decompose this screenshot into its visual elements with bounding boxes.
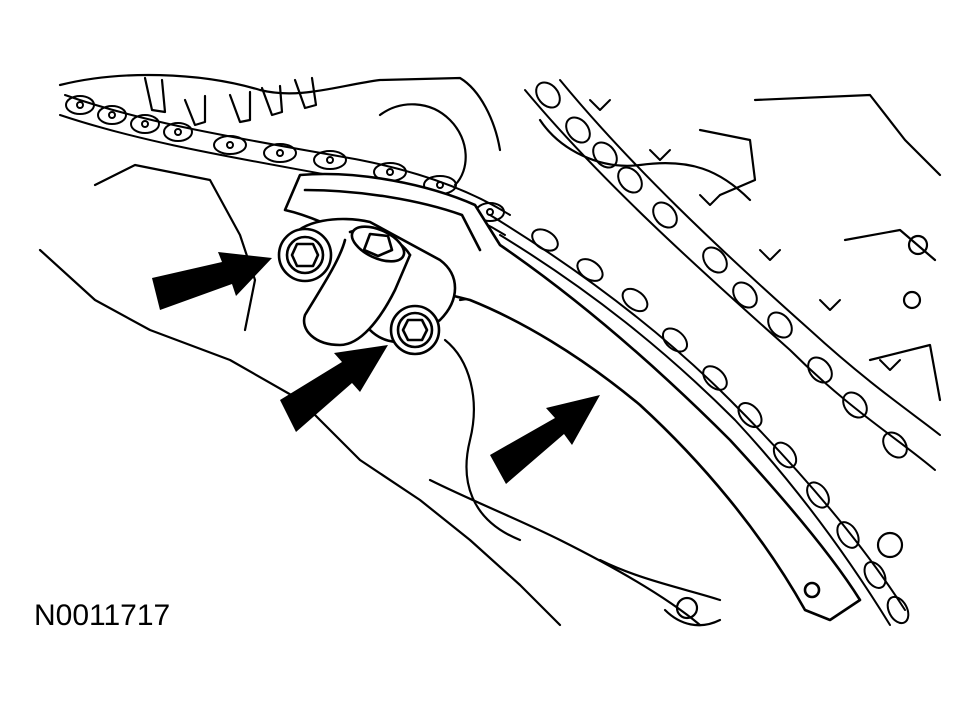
- lower-tensioner-bolt: [389, 304, 441, 356]
- figure-reference-code: N0011717: [34, 599, 171, 632]
- arrow-icon: [152, 252, 272, 310]
- arrow-icon: [490, 395, 600, 484]
- timing-chain-right-run: [524, 79, 941, 471]
- upper-tensioner-bolt: [277, 227, 333, 283]
- camshaft-sprocket-teeth: [143, 76, 318, 127]
- arrow-icon: [280, 345, 388, 432]
- timing-chain-guide-run: [489, 214, 910, 626]
